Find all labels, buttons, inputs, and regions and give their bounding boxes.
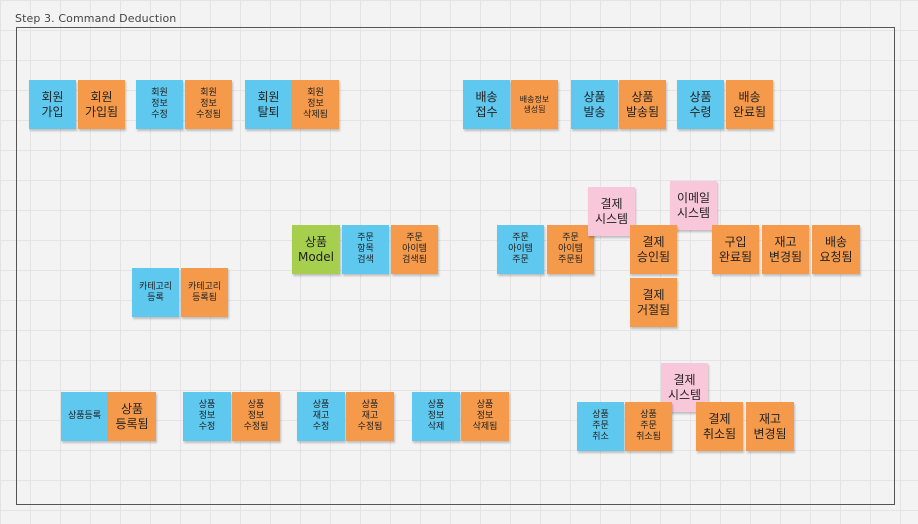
sticky-order-cancel-command[interactable]: 상품 주문 취소	[577, 402, 624, 451]
sticky-product-aggregate[interactable]: 상품 Model	[292, 225, 340, 274]
sticky-product-register-command[interactable]: 상품등록	[61, 392, 108, 441]
sticky-product-stock-update-command[interactable]: 상품 재고 수정	[297, 392, 345, 441]
sticky-signup-event[interactable]: 회원 가입됨	[78, 80, 125, 129]
page-title: Step 3. Command Deduction	[15, 12, 177, 25]
sticky-member-update-command[interactable]: 회원 정보 수정	[136, 80, 183, 129]
sticky-product-info-update-command[interactable]: 상품 정보 수정	[183, 392, 231, 441]
board-frame	[16, 27, 895, 505]
sticky-payment-approved-event[interactable]: 결제 승인됨	[630, 225, 677, 274]
sticky-order-item-search-command[interactable]: 주문 항목 검색	[342, 225, 389, 274]
sticky-delivery-receive-command[interactable]: 배송 접수	[463, 80, 510, 129]
sticky-order-cancel-event[interactable]: 상품 주문 취소됨	[625, 402, 672, 451]
sticky-category-register-event[interactable]: 카테고리 등록됨	[181, 268, 228, 317]
sticky-order-item-command[interactable]: 주문 아이템 주문	[497, 225, 544, 274]
sticky-order-item-event[interactable]: 주문 아이템 주문됨	[547, 225, 594, 274]
sticky-product-receive-command[interactable]: 상품 수령	[677, 80, 724, 129]
sticky-withdraw-command[interactable]: 회원 탈퇴	[245, 80, 292, 129]
sticky-member-update-event[interactable]: 회원 정보 수정됨	[185, 80, 232, 129]
sticky-category-register-command[interactable]: 카테고리 등록	[132, 268, 179, 317]
sticky-delivery-requested-event[interactable]: 배송 요청됨	[812, 225, 860, 274]
sticky-withdraw-event[interactable]: 회원 정보 삭제됨	[292, 80, 339, 129]
sticky-stock-changed-event[interactable]: 재고 변경됨	[762, 225, 809, 274]
sticky-stock-changed-event-cancel[interactable]: 재고 변경됨	[746, 402, 794, 451]
sticky-product-ship-event[interactable]: 상품 발송됨	[619, 80, 666, 129]
sticky-order-item-search-event[interactable]: 주문 아이템 검색됨	[391, 225, 438, 274]
sticky-product-ship-command[interactable]: 상품 발송	[571, 80, 618, 129]
sticky-product-stock-update-event[interactable]: 상품 재고 수정됨	[346, 392, 394, 441]
sticky-purchase-done-event[interactable]: 구입 완료됨	[712, 225, 759, 274]
sticky-email-system[interactable]: 이메일 시스템	[670, 181, 717, 230]
sticky-product-info-delete-command[interactable]: 상품 정보 삭제	[412, 392, 460, 441]
sticky-payment-cancel-event[interactable]: 결제 취소됨	[696, 402, 743, 451]
sticky-delivery-done-event[interactable]: 배송 완료됨	[726, 80, 773, 129]
sticky-delivery-info-event[interactable]: 배송정보 생성됨	[511, 80, 558, 129]
sticky-product-info-update-event[interactable]: 상품 정보 수정됨	[232, 392, 280, 441]
sticky-signup-command[interactable]: 회원 가입	[29, 80, 76, 129]
sticky-product-info-delete-event[interactable]: 상품 정보 삭제됨	[461, 392, 509, 441]
sticky-payment-rejected-event[interactable]: 결제 거절됨	[630, 278, 677, 327]
sticky-payment-system[interactable]: 결제 시스템	[588, 187, 635, 236]
sticky-product-register-event[interactable]: 상품 등록됨	[108, 392, 156, 441]
